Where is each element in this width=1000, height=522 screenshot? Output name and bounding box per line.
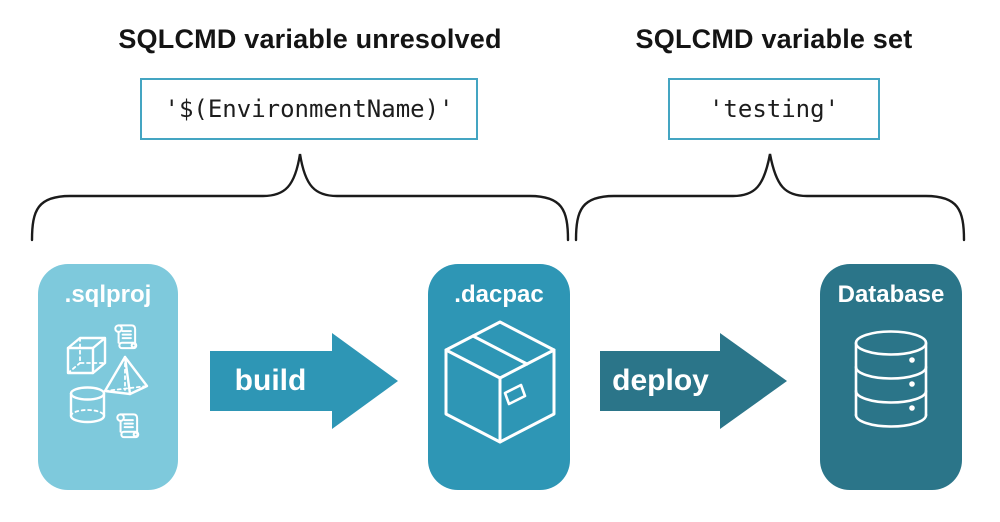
brace-right-icon [574, 153, 966, 242]
node-sqlproj-label: .sqlproj [64, 281, 152, 308]
pyramid-icon [103, 355, 149, 396]
heading-sqlcmd-set: SQLCMD variable set [635, 24, 913, 54]
sql-objects-icon [66, 324, 149, 439]
cube-icon [66, 336, 107, 375]
database-icon [854, 330, 928, 428]
package-icon [444, 320, 556, 444]
node-sqlproj: .sqlproj [38, 264, 178, 490]
code-box-testing-value: 'testing' [668, 78, 880, 140]
scroll-icon [116, 413, 140, 439]
cylinder-icon [69, 386, 106, 424]
node-database-label: Database [837, 281, 945, 308]
code-testing-value: 'testing' [708, 95, 840, 123]
right-arrow-icon [210, 333, 398, 429]
heading-sqlcmd-unresolved: SQLCMD variable unresolved [118, 24, 502, 54]
deploy-arrow-label: deploy [612, 364, 709, 397]
right-arrow-icon [600, 333, 787, 429]
build-arrow: build [210, 333, 399, 429]
scroll-icon [114, 324, 138, 350]
code-box-environment-variable: '$(EnvironmentName)' [140, 78, 478, 140]
code-environment-variable: '$(EnvironmentName)' [164, 95, 454, 123]
brace-left-icon [30, 153, 570, 242]
deploy-arrow: deploy [600, 333, 788, 429]
node-database: Database [820, 264, 962, 490]
node-dacpac: .dacpac [428, 264, 570, 490]
node-dacpac-label: .dacpac [454, 281, 544, 308]
build-arrow-label: build [234, 364, 307, 397]
